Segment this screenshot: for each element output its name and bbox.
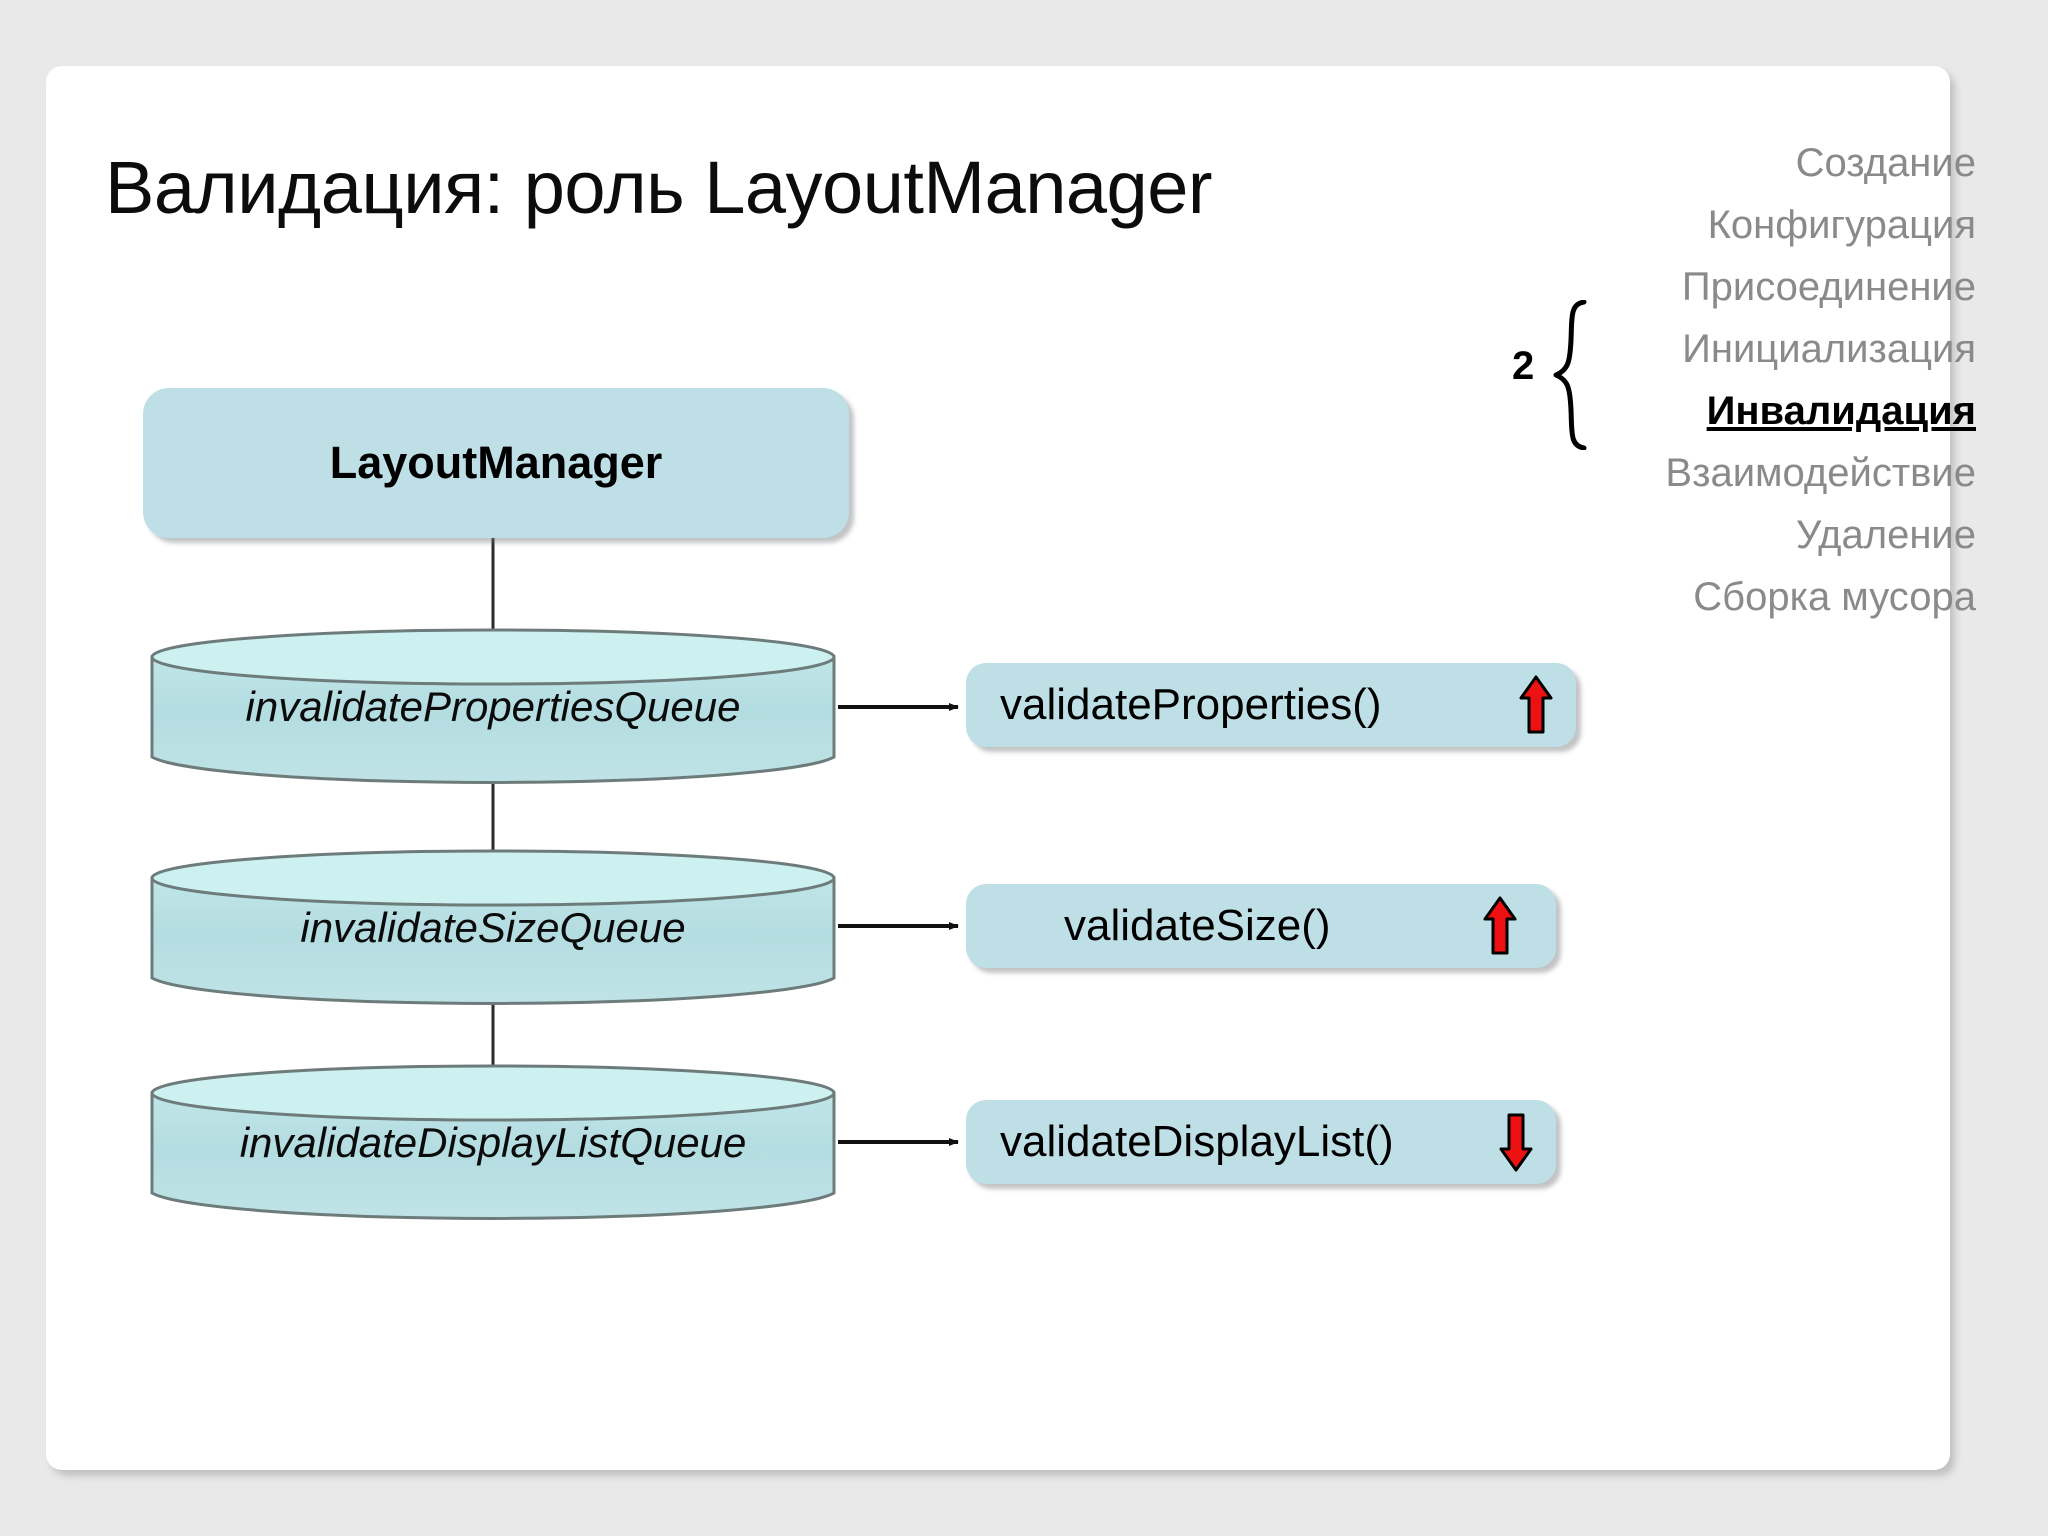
lifecycle-item-sborka-musora: Сборка мусора [1693,575,1976,619]
curly-brace-icon [1553,300,1587,450]
lifecycle-item-invalidaciya: Инвалидация [1706,389,1976,433]
queue-cylinder-invalidatesizequeue[interactable]: invalidateSizeQueue [148,848,838,1008]
lifecycle-group-number: 2 [1512,344,1535,388]
layoutmanager-label: LayoutManager [329,437,663,488]
lifecycle-item-prisoedinenie: Присоединение [1681,265,1976,309]
lifecycle-item-udalenie: Удаление [1795,513,1976,557]
method-label: validateProperties() [1000,680,1382,729]
lifecycle-list: Создание Конфигурация Присоединение Иниц… [1601,132,1976,628]
queue-label: invalidateSizeQueue [300,904,686,951]
arrow-up-icon [1482,895,1518,957]
queue-label: invalidateDisplayListQueue [239,1119,747,1166]
lifecycle-brace-group: 2 [1512,300,1632,450]
lifecycle-item-inicializaciya: Инициализация [1682,327,1976,371]
lifecycle-item-sozdanie: Создание [1795,141,1976,185]
method-box-validatesize[interactable]: validateSize() [966,884,1556,968]
lifecycle-item-konfiguraciya: Конфигурация [1707,203,1976,247]
queue-cylinder-invalidatedisplaylistqueue[interactable]: invalidateDisplayListQueue [148,1063,838,1223]
lifecycle-item-vzaimodeystvie: Взаимодействие [1665,451,1976,495]
cylinder-shape [150,849,836,1005]
layoutmanager-box[interactable]: LayoutManager [143,388,849,538]
cylinder-shape [150,628,836,784]
cylinder-shape [150,1064,836,1220]
arrow-up-icon [1518,674,1554,736]
arrow-down-icon [1498,1111,1534,1173]
queue-cylinder-invalidatepropertiesqueue[interactable]: invalidatePropertiesQueue [148,627,838,787]
method-label: validateDisplayList() [1000,1117,1394,1166]
page-title: Валидация: роль LayoutManager [105,146,1213,229]
method-label: validateSize() [1064,901,1331,950]
method-box-validateproperties[interactable]: validateProperties() [966,663,1576,747]
queue-label: invalidatePropertiesQueue [245,683,741,730]
method-box-validatedisplaylist[interactable]: validateDisplayList() [966,1100,1556,1184]
